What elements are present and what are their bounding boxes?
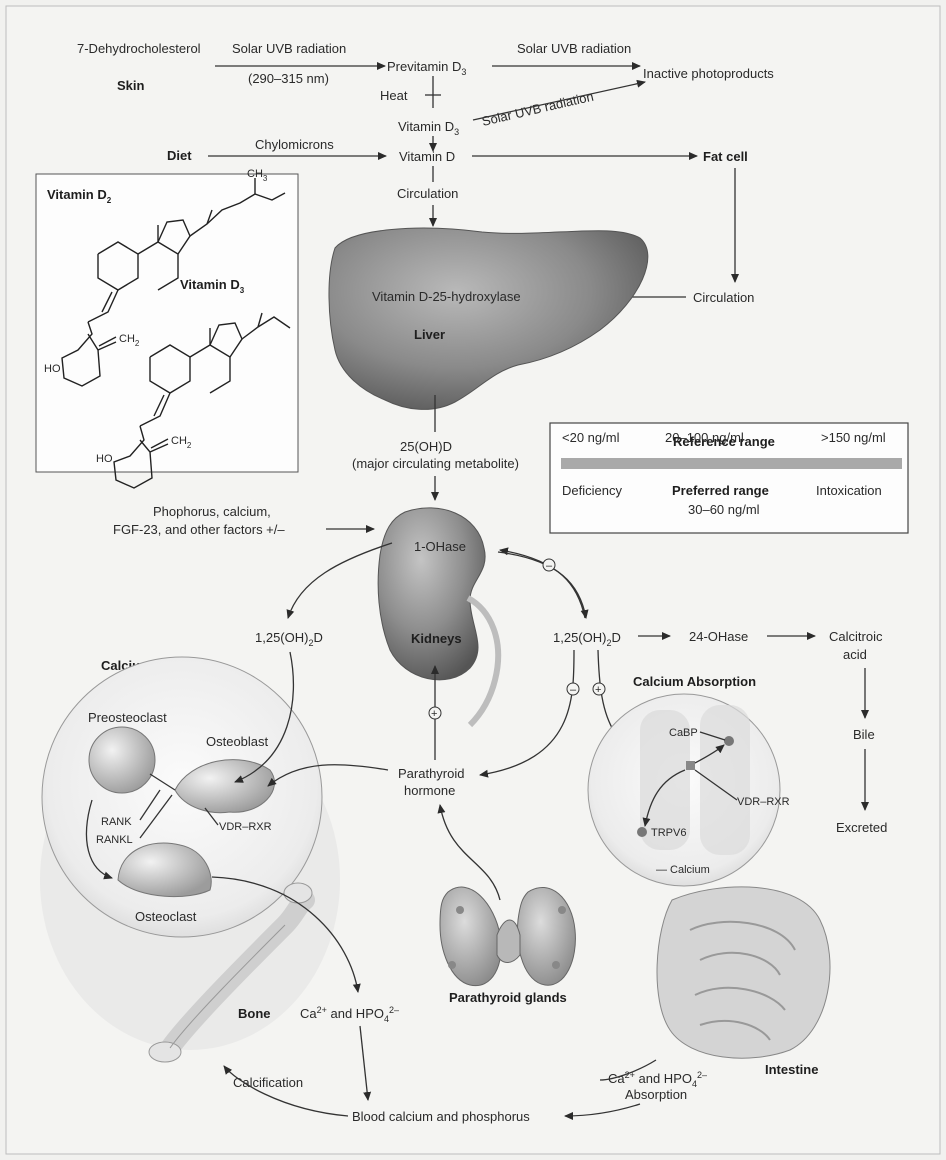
osteoclast-label: Osteoclast xyxy=(135,909,197,924)
kidney-illustration xyxy=(378,508,485,680)
osteoblast-label: Osteoblast xyxy=(206,734,269,749)
wavelength-label: (290–315 nm) xyxy=(248,71,329,86)
one-ohase-label: 1-OHase xyxy=(414,539,466,554)
dehydrocholesterol-label: 7-Dehydrocholesterol xyxy=(77,41,201,56)
diet-label: Diet xyxy=(167,148,192,163)
ho-label-a: HO xyxy=(44,363,61,375)
rank-label: RANK xyxy=(101,816,132,828)
minus-sign-feedback-text: – xyxy=(546,560,553,572)
liver-enzyme-label: Vitamin D-25-hydroxylase xyxy=(372,289,521,304)
preferred-range-value: 30–60 ng/ml xyxy=(688,502,760,517)
vitamin-d-label: Vitamin D xyxy=(399,149,455,164)
trpv6-marker xyxy=(637,827,647,837)
chylomicrons-label: Chylomicrons xyxy=(255,137,334,152)
calcitroic-label-2: acid xyxy=(843,647,867,662)
blood-calcium-label: Blood calcium and phosphorus xyxy=(352,1109,530,1124)
fat-cell-label: Fat cell xyxy=(703,149,748,164)
bone-label: Bone xyxy=(238,1006,271,1021)
circulation-label-2: Circulation xyxy=(693,290,754,305)
range-low: <20 ng/ml xyxy=(562,430,620,445)
intoxication-label: Intoxication xyxy=(816,483,882,498)
ho-label-b: HO xyxy=(96,453,113,465)
ohase24-label: 24-OHase xyxy=(689,629,748,644)
enterocyte-2 xyxy=(700,705,750,855)
metabolite-note: (major circulating metabolite) xyxy=(352,456,519,471)
range-mid: 20–100 ng/ml xyxy=(665,430,744,445)
cabp-marker xyxy=(724,736,734,746)
parathyroid-glands-label: Parathyroid glands xyxy=(449,990,567,1005)
calcitroic-label-1: Calcitroic xyxy=(829,629,883,644)
solar-uvb-label-1: Solar UVB radiation xyxy=(232,41,346,56)
preosteoclast-cell xyxy=(89,727,155,793)
bile-label: Bile xyxy=(853,727,875,742)
factors-label-2: FGF-23, and other factors +/– xyxy=(113,522,285,537)
pth-label-1: Parathyroid xyxy=(398,766,464,781)
preosteoclast-label: Preosteoclast xyxy=(88,710,167,725)
kidneys-label: Kidneys xyxy=(411,631,462,646)
plus-sign-pth-text: + xyxy=(431,708,437,720)
heat-label: Heat xyxy=(380,88,408,103)
excreted-label: Excreted xyxy=(836,820,887,835)
pth-label-2: hormone xyxy=(404,783,455,798)
metabolite-label: 25(OH)D xyxy=(400,439,452,454)
solar-uvb-label-2: Solar UVB radiation xyxy=(517,41,631,56)
resorption-vdr-rxr-label: VDR–RXR xyxy=(219,821,272,833)
factors-label-1: Phophorus, calcium, xyxy=(153,504,271,519)
skin-label: Skin xyxy=(117,78,145,93)
intestine-label: Intestine xyxy=(765,1062,818,1077)
absorption-vdr-rxr-label: VDR–RXR xyxy=(737,796,790,808)
rankl-label: RANKL xyxy=(96,834,133,846)
range-high: >150 ng/ml xyxy=(821,430,886,445)
absorption-title: Calcium Absorption xyxy=(633,674,756,689)
trpv6-label: TRPV6 xyxy=(651,827,686,839)
inactive-photoproducts-label: Inactive photoproducts xyxy=(643,66,774,81)
plus-sign-absorption-text: + xyxy=(595,684,601,696)
reference-range-bar xyxy=(561,458,902,469)
intestine-illustration xyxy=(657,887,830,1058)
deficiency-label: Deficiency xyxy=(562,483,622,498)
liver-label: Liver xyxy=(414,327,445,342)
circulation-label-1: Circulation xyxy=(397,186,458,201)
minus-sign-pth-text: – xyxy=(570,684,577,696)
calcium-label: — Calcium xyxy=(656,864,710,876)
cabp-label: CaBP xyxy=(669,727,698,739)
vdr-rxr-marker xyxy=(686,761,695,770)
intestine-absorption-label: Absorption xyxy=(625,1087,687,1102)
preferred-range-title: Preferred range xyxy=(672,483,769,498)
